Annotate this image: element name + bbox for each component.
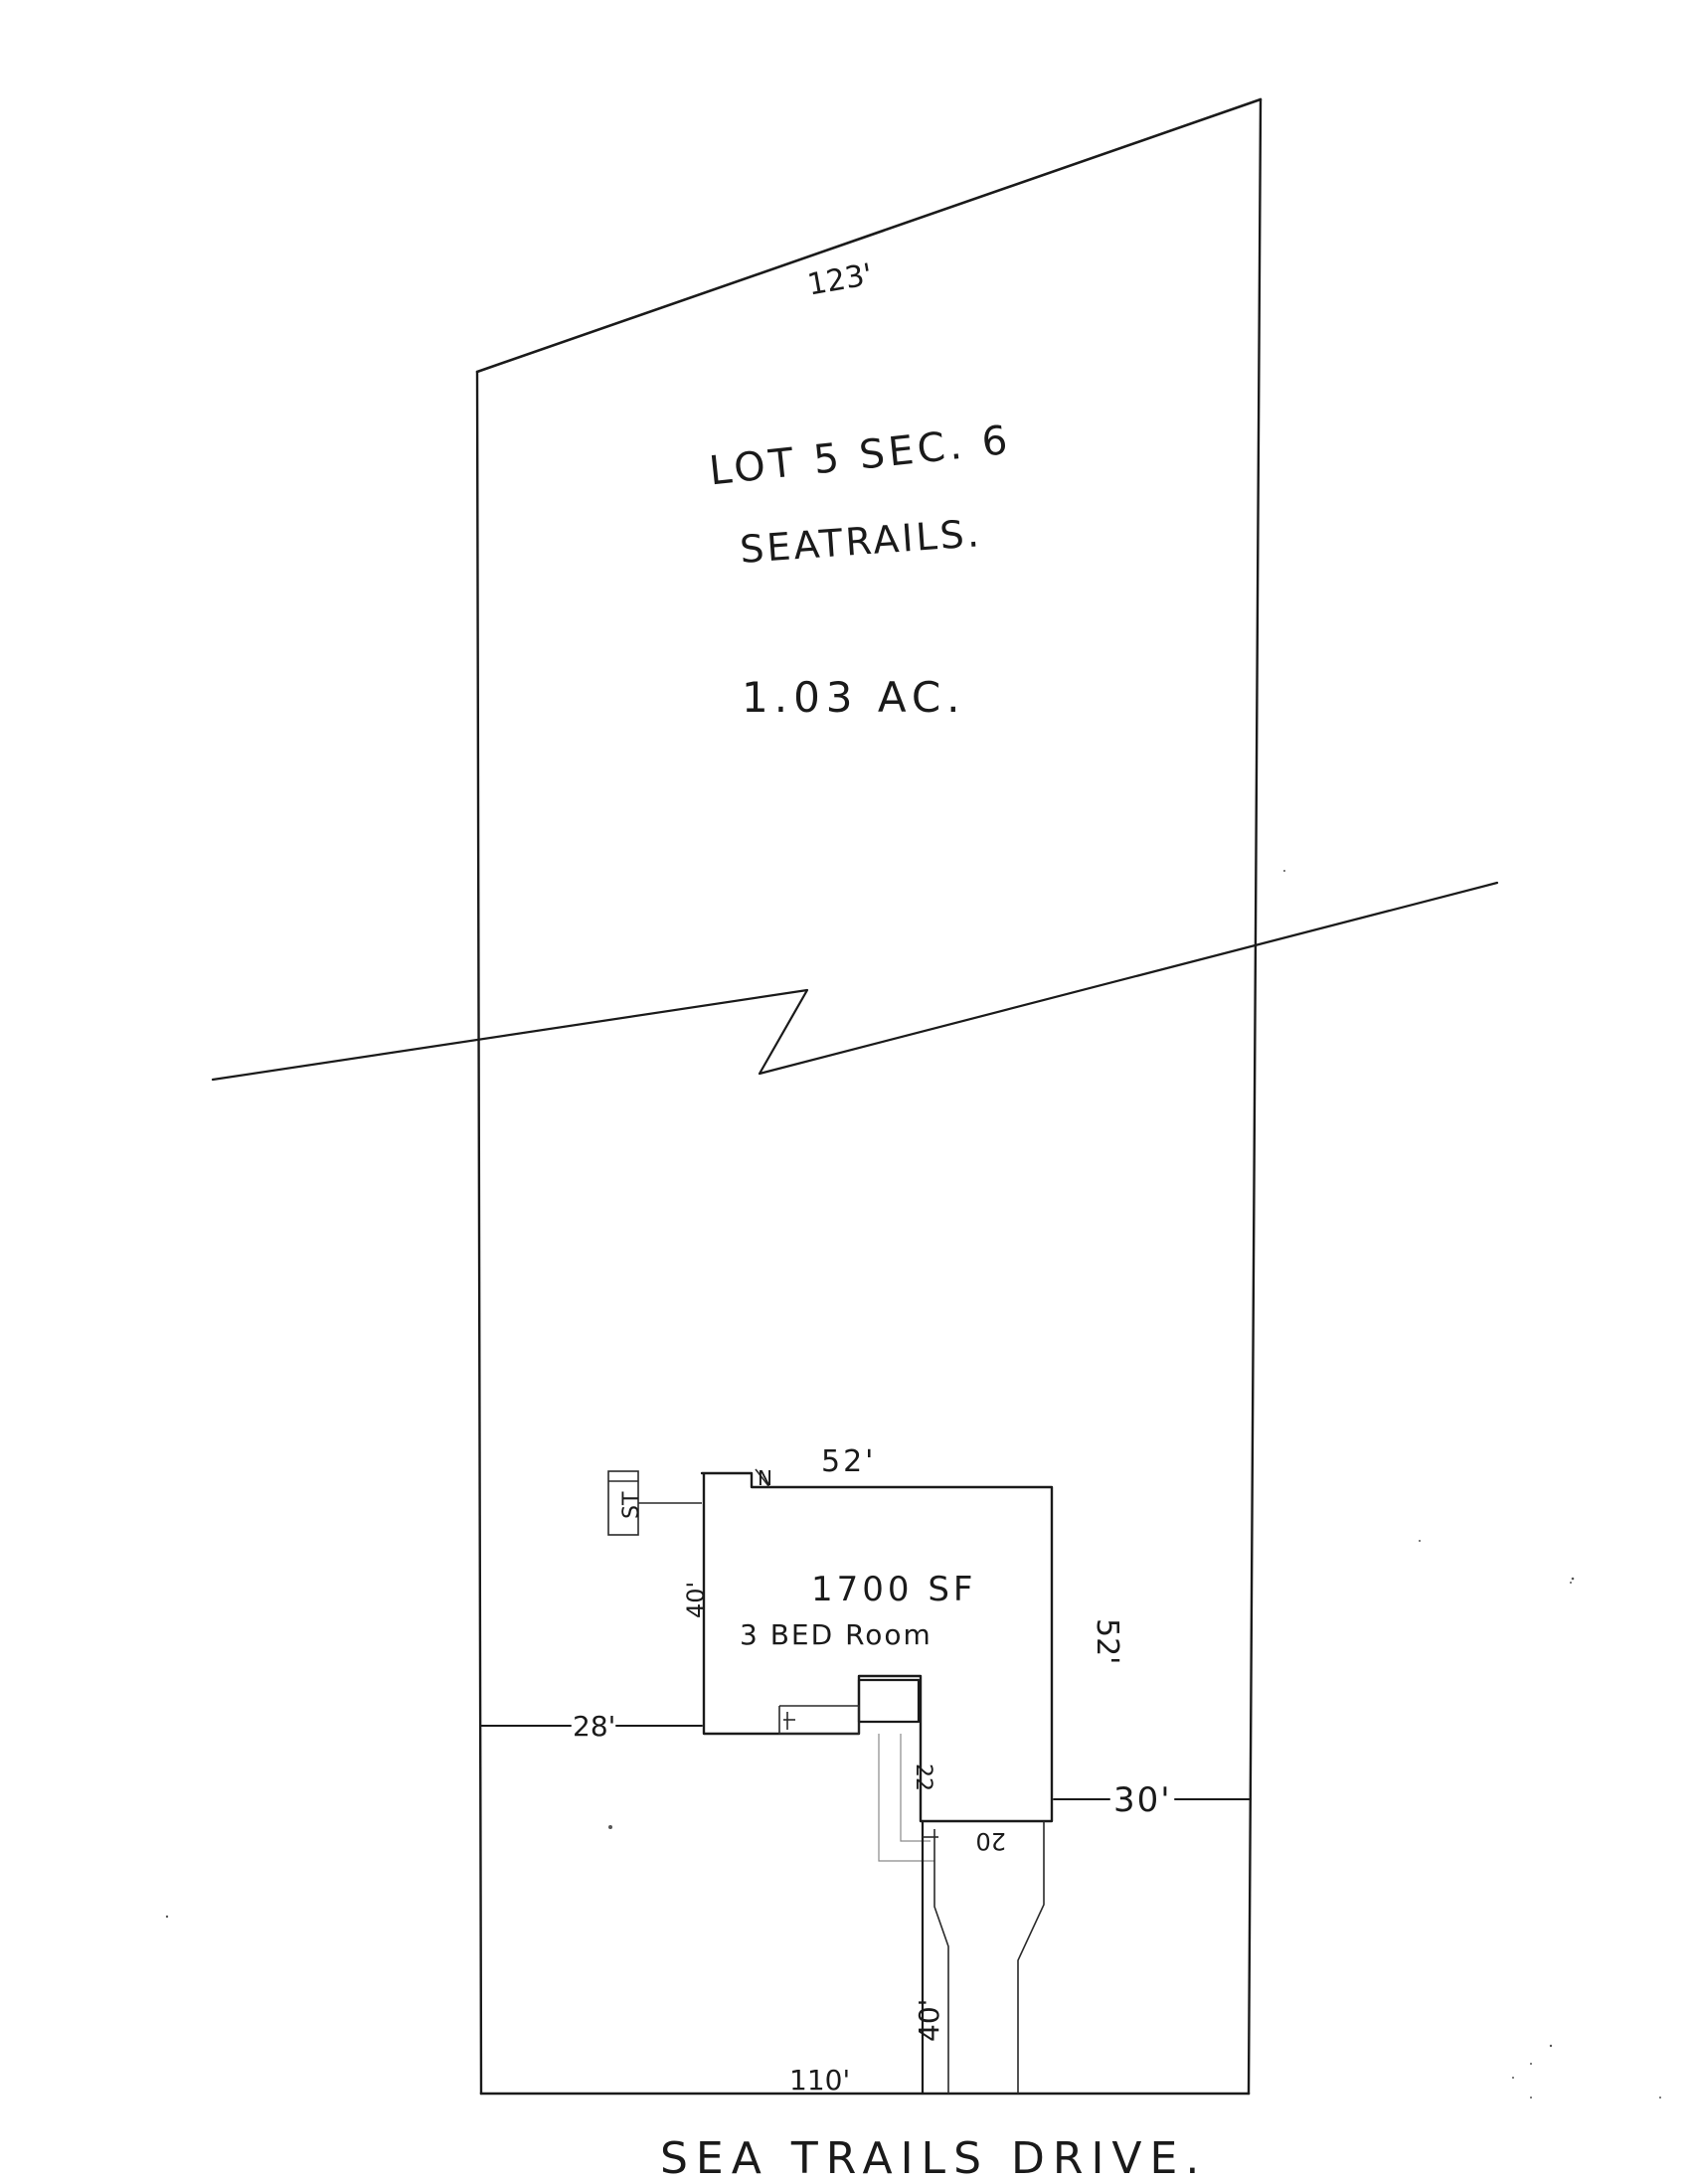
driveway-setback: 40': [913, 1999, 945, 2042]
right-setback: 30': [1113, 1780, 1172, 1820]
lot-acreage: 1.03 AC.: [742, 673, 966, 722]
walkway-right: [900, 1734, 931, 1842]
porch-box: [857, 1678, 921, 1724]
notch-detail: [778, 1678, 934, 1862]
lot-left-line: [475, 370, 483, 2096]
notch-dimension: 22: [911, 1764, 935, 1791]
house-area: 1700 SF: [811, 1570, 976, 1609]
lot-top-dimension: 123': [805, 257, 876, 303]
speck: [1512, 2077, 1514, 2079]
lot-bottom-dimension: 110': [789, 2064, 850, 2097]
speck: [1570, 1582, 1572, 1584]
north-marker: N: [758, 1466, 772, 1490]
lot-top-line: [475, 97, 1263, 374]
house-left-dimension: 40': [682, 1582, 710, 1618]
house-bottom-dimension: 20: [975, 1827, 1006, 1855]
break-line: [211, 881, 1499, 1082]
driveway-left-edge: [933, 1829, 949, 2094]
house-top-dimension: 52': [821, 1444, 876, 1479]
house-bedrooms: 3 BED Room: [740, 1618, 932, 1651]
lot-boundary: [475, 97, 1263, 2096]
scan-specks: [165, 870, 1661, 2099]
steps: [778, 1705, 860, 1735]
speck: [1659, 2097, 1661, 2099]
subdivision-name: SEATRAILS.: [739, 511, 983, 572]
speck: [1549, 2044, 1553, 2048]
house-right-dimension: 52': [1090, 1618, 1124, 1664]
speck: [1530, 2097, 1532, 2099]
septic-tank-label: ST: [619, 1491, 644, 1519]
speck: [608, 1825, 612, 1829]
speck: [165, 1915, 169, 1919]
road-name: SEA TRAILS DRIVE.: [660, 2133, 1207, 2184]
speck: [1283, 870, 1285, 872]
driveway-right-edge: [1017, 1821, 1045, 2094]
north-marker-stroke: [755, 1468, 770, 1488]
lot-label: LOT 5 SEC. 6: [707, 418, 1013, 495]
speck: [1530, 2063, 1532, 2065]
speck: [1419, 1540, 1421, 1542]
speck: [1571, 1577, 1575, 1581]
driveway: [921, 1819, 1045, 2096]
septic-tank: [607, 1470, 702, 1536]
left-setback: 28': [573, 1710, 615, 1743]
walkway-left: [878, 1734, 934, 1862]
lot-right-line: [1247, 97, 1263, 2096]
